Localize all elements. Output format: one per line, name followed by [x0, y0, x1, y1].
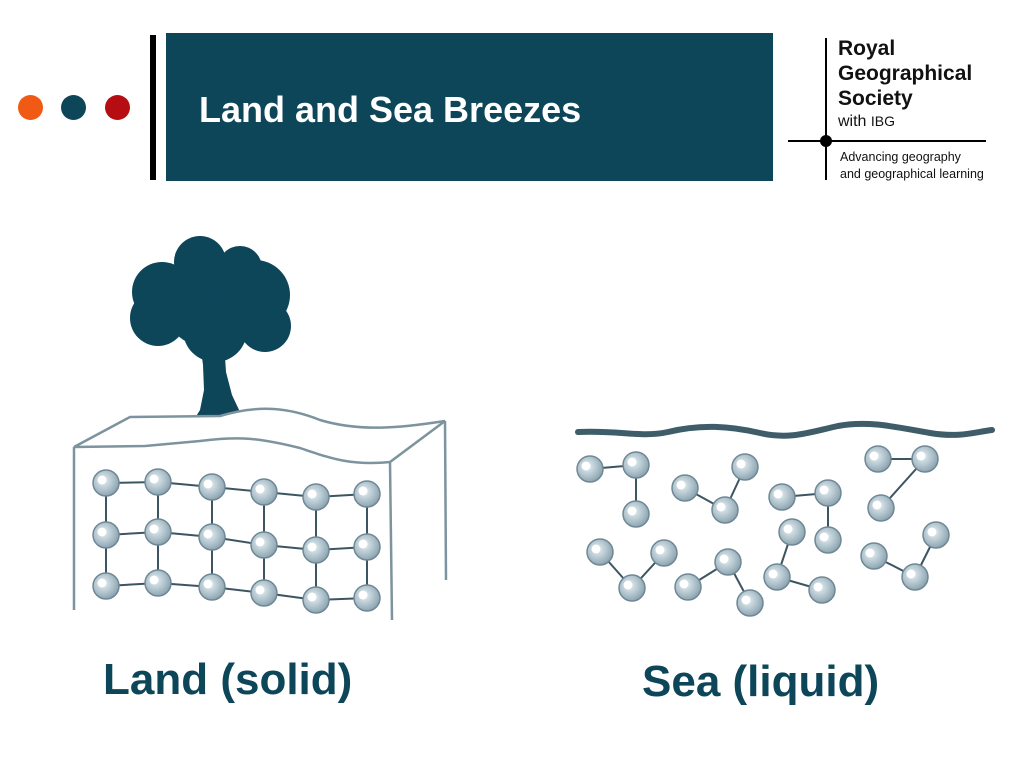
molecule: [778, 518, 806, 546]
molecule: [867, 494, 895, 522]
molecule: [814, 479, 842, 507]
land-lattice: [92, 468, 381, 614]
molecule: [586, 538, 614, 566]
molecule: [674, 573, 702, 601]
red-dot: [105, 95, 130, 120]
molecule: [922, 521, 950, 549]
land-label: Land (solid): [103, 655, 353, 704]
orange-dot: [18, 95, 43, 120]
molecule: [860, 542, 888, 570]
logo-node-dot: [820, 135, 832, 147]
molecule: [576, 455, 604, 483]
molecule: [671, 474, 699, 502]
sea-surface: [575, 420, 995, 439]
molecule: [302, 586, 330, 614]
tree-icon: [130, 236, 291, 426]
header-divider: [150, 35, 156, 180]
molecule: [92, 572, 120, 600]
logo-horizontal-line: [788, 140, 986, 142]
molecule: [144, 518, 172, 546]
molecule: [650, 539, 678, 567]
molecule: [901, 563, 929, 591]
molecule: [763, 563, 791, 591]
molecule: [198, 573, 226, 601]
sea-label: Sea (liquid): [642, 657, 880, 706]
page-title: Land and Sea Breezes: [199, 89, 582, 130]
molecule: [353, 584, 381, 612]
molecule: [911, 445, 939, 473]
molecule: [808, 576, 836, 604]
molecule: [92, 469, 120, 497]
molecule: [731, 453, 759, 481]
molecule: [250, 531, 278, 559]
molecule: [144, 569, 172, 597]
logo-name: Royal Geographical Society: [838, 37, 973, 110]
molecule: [736, 589, 764, 617]
molecule: [250, 579, 278, 607]
molecule: [768, 483, 796, 511]
molecule: [622, 451, 650, 479]
molecule: [814, 526, 842, 554]
logo-vertical-line: [825, 38, 827, 180]
molecule: [198, 473, 226, 501]
molecule: [198, 523, 226, 551]
molecule: [714, 548, 742, 576]
sea-molecules: [576, 445, 950, 617]
molecule: [92, 521, 120, 549]
molecule: [302, 483, 330, 511]
molecule: [618, 574, 646, 602]
molecule: [144, 468, 172, 496]
molecule: [353, 533, 381, 561]
rgs-logo: Royal Geographical Society with IBG Adva…: [788, 36, 998, 186]
molecule: [250, 478, 278, 506]
land-block: [72, 407, 448, 621]
molecule: [353, 480, 381, 508]
logo-tagline: Advancing geography and geographical lea…: [840, 150, 984, 181]
logo-with: with IBG: [838, 113, 896, 130]
molecule: [302, 536, 330, 564]
molecule: [622, 500, 650, 528]
title-banner: Land and Sea Breezes: [166, 33, 773, 181]
molecule: [711, 496, 739, 524]
molecule: [864, 445, 892, 473]
navy-dot: [61, 95, 86, 120]
